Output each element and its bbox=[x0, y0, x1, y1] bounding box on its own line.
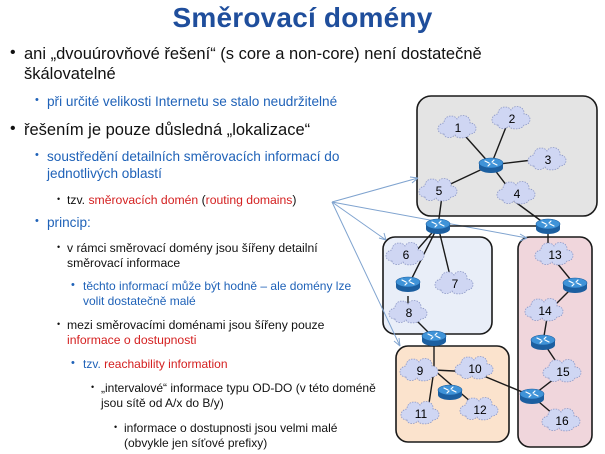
cloud-5: 5 bbox=[418, 178, 458, 202]
router-icon bbox=[530, 334, 556, 351]
bullet-text: ani „dvouúrovňové řešení“ (s core a non-… bbox=[24, 45, 482, 84]
router-icon bbox=[478, 157, 504, 174]
bullet-small-info: • informace o dostupnosti jsou velmi mal… bbox=[114, 421, 384, 450]
cloud-16: 16 bbox=[541, 408, 581, 432]
bullet-within-domain: • v rámci směrovací domény jsou šířeny d… bbox=[57, 241, 367, 271]
router-icon bbox=[535, 218, 561, 235]
cloud-label: 10 bbox=[468, 362, 482, 376]
text-paren-close: ) bbox=[292, 193, 297, 207]
cloud-label: 13 bbox=[548, 248, 562, 262]
slide-title: Směrovací domény bbox=[172, 2, 433, 33]
bullet-dot: • bbox=[10, 44, 16, 61]
bullet-interval-info: • „intervalové“ informace typu OD-DO (v … bbox=[91, 381, 381, 410]
cloud-9: 9 bbox=[399, 358, 439, 382]
router-icon bbox=[421, 330, 447, 347]
cloud-13: 13 bbox=[534, 242, 574, 266]
cloud-label: 11 bbox=[415, 407, 428, 421]
cloud-label: 12 bbox=[473, 403, 487, 417]
term-reachability-en: reachability information bbox=[104, 357, 228, 371]
bullet-dot: • bbox=[35, 215, 39, 227]
cloud-label: 9 bbox=[417, 364, 424, 378]
bullet-concentration: • soustředění detailních směrovacích inf… bbox=[35, 149, 367, 182]
router-icon bbox=[395, 276, 421, 293]
bullet-localization: • řešením je pouze důsledná „lokalizace“ bbox=[10, 120, 424, 140]
bullet-text: soustředění detailních směrovacích infor… bbox=[47, 149, 340, 181]
cloud-label: 3 bbox=[545, 153, 552, 167]
bullet-domain-size: • těchto informací může být hodně – ale … bbox=[71, 279, 353, 308]
cloud-label: 4 bbox=[514, 187, 521, 201]
cloud-8: 8 bbox=[388, 300, 428, 324]
router-icon bbox=[562, 277, 588, 294]
term-reachability-cz: informace o dostupnosti bbox=[67, 332, 197, 347]
router-icon bbox=[519, 388, 545, 405]
bullet-scalability: • ani „dvouúrovňové řešení“ (s core a no… bbox=[10, 44, 564, 84]
router-icon bbox=[425, 218, 451, 235]
cloud-7: 7 bbox=[434, 271, 474, 295]
bullet-text: při určité velikosti Internetu se stalo … bbox=[47, 94, 338, 109]
term-routing-domains-cz: směrovacích domén bbox=[88, 193, 199, 207]
cloud-3: 3 bbox=[527, 147, 567, 171]
bullet-dot: • bbox=[114, 422, 118, 432]
cloud-14: 14 bbox=[524, 298, 564, 322]
router-icon bbox=[437, 384, 463, 401]
bullet-dot: • bbox=[57, 319, 61, 329]
text-paren: ( bbox=[198, 193, 206, 207]
text-prefix: tzv. bbox=[83, 357, 105, 371]
cloud-label: 5 bbox=[436, 184, 443, 198]
cloud-label: 1 bbox=[455, 121, 462, 135]
bullet-text: informace o dostupnosti jsou velmi malé … bbox=[124, 421, 338, 450]
bullet-between-domains: • mezi směrovacími doménami jsou šířeny … bbox=[57, 318, 367, 348]
callout-arrows bbox=[331, 176, 528, 347]
bullet-routing-domains: • tzv. směrovacích domén (routing domain… bbox=[57, 193, 367, 208]
bullet-text: těchto informací může být hodně – ale do… bbox=[83, 279, 352, 308]
cloud-label: 15 bbox=[556, 365, 570, 379]
cloud-label: 7 bbox=[452, 277, 459, 291]
cloud-1: 1 bbox=[437, 115, 477, 139]
cloud-label: 2 bbox=[509, 112, 516, 126]
text-prefix: tzv. bbox=[67, 193, 89, 207]
bullet-dot: • bbox=[71, 357, 75, 369]
cloud-12: 12 bbox=[459, 397, 499, 421]
bullet-dot: • bbox=[35, 94, 39, 106]
bullet-dot: • bbox=[91, 382, 95, 392]
cloud-label: 6 bbox=[403, 248, 410, 262]
cloud-4: 4 bbox=[496, 181, 536, 205]
cloud-label: 8 bbox=[406, 306, 413, 320]
bullet-text: princip: bbox=[47, 215, 91, 230]
bullet-text: v rámci směrovací domény jsou šířeny det… bbox=[67, 241, 318, 270]
cloud-label: 16 bbox=[555, 414, 569, 428]
cloud-2: 2 bbox=[491, 106, 531, 130]
cloud-label: 14 bbox=[538, 304, 552, 318]
bullet-dot: • bbox=[57, 194, 61, 204]
text-prefix: mezi směrovacími doménami jsou šířeny po… bbox=[67, 318, 325, 332]
cloud-15: 15 bbox=[542, 359, 582, 383]
cloud-6: 6 bbox=[385, 242, 425, 266]
bullet-principle: • princip: bbox=[35, 215, 247, 232]
bullet-text: řešením je pouze důsledná „lokalizace“ bbox=[24, 121, 311, 139]
term-routing-domains-en: routing domains bbox=[205, 193, 293, 207]
cloud-11: 11 bbox=[400, 401, 440, 425]
bullet-text: „intervalové“ informace typu OD-DO (v té… bbox=[101, 381, 376, 410]
bullet-dot: • bbox=[71, 279, 75, 291]
bullet-unsustainable: • při určité velikosti Internetu se stal… bbox=[35, 94, 397, 111]
bullet-dot: • bbox=[10, 120, 16, 137]
bullet-dot: • bbox=[57, 242, 61, 252]
bullet-reachability-info: • tzv. reachability information bbox=[71, 357, 363, 372]
bullet-dot: • bbox=[35, 149, 39, 161]
cloud-10: 10 bbox=[454, 356, 494, 380]
